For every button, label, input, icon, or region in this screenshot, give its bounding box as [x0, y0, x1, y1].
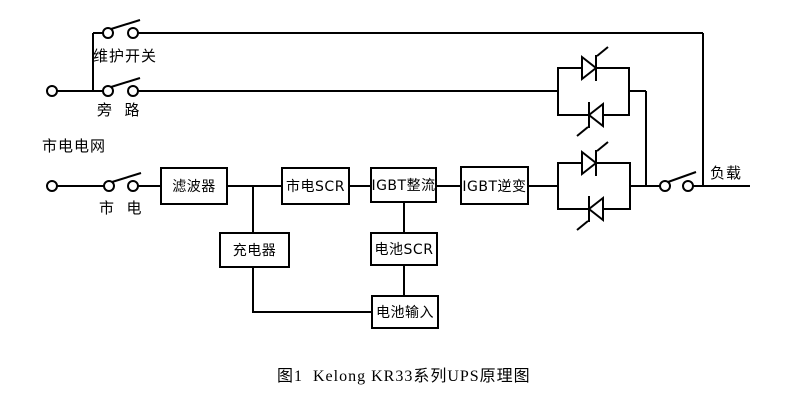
- mains-switch-icon: [103, 172, 142, 192]
- wire-bypass: [57, 90, 647, 186]
- thyristor-icon: [581, 46, 609, 82]
- maintenance-switch-icon: [102, 19, 141, 39]
- static-bypass-thyristor-block-icon: [557, 46, 630, 137]
- figure-caption: 图1 Kelong KR33系列UPS原理图: [277, 368, 531, 385]
- bypass-label: 旁 路: [97, 101, 141, 119]
- bypass-input-terminal-icon: [46, 85, 58, 97]
- output-switch-icon: [659, 171, 697, 192]
- mains-grid-label: 市电电网: [42, 137, 107, 155]
- mains-scr-box: 市电SCR: [281, 167, 350, 205]
- battery-input-box: 电池输入: [371, 295, 439, 329]
- filter-box: 滤波器: [160, 167, 228, 205]
- bypass-switch-icon: [102, 77, 141, 97]
- igbt-inverter-box: IGBT逆变: [460, 166, 529, 205]
- wires: [57, 32, 750, 313]
- wire-charger-branch: [252, 186, 371, 313]
- thyristor-icon: [576, 101, 604, 137]
- maintenance-switch-label: 维护开关: [93, 47, 158, 65]
- mains-switch-label: 市 电: [99, 199, 143, 217]
- mains-input-terminal-icon: [46, 180, 58, 192]
- wire-maintenance-top: [92, 32, 704, 186]
- thyristor-icon: [581, 141, 609, 177]
- load-label: 负载: [710, 164, 743, 182]
- battery-scr-box: 电池SCR: [370, 232, 438, 266]
- thyristor-icon: [576, 195, 604, 231]
- charger-box: 充电器: [219, 232, 290, 268]
- igbt-rectifier-box: IGBT整流: [370, 167, 437, 203]
- inverter-output-thyristor-block-icon: [557, 141, 631, 231]
